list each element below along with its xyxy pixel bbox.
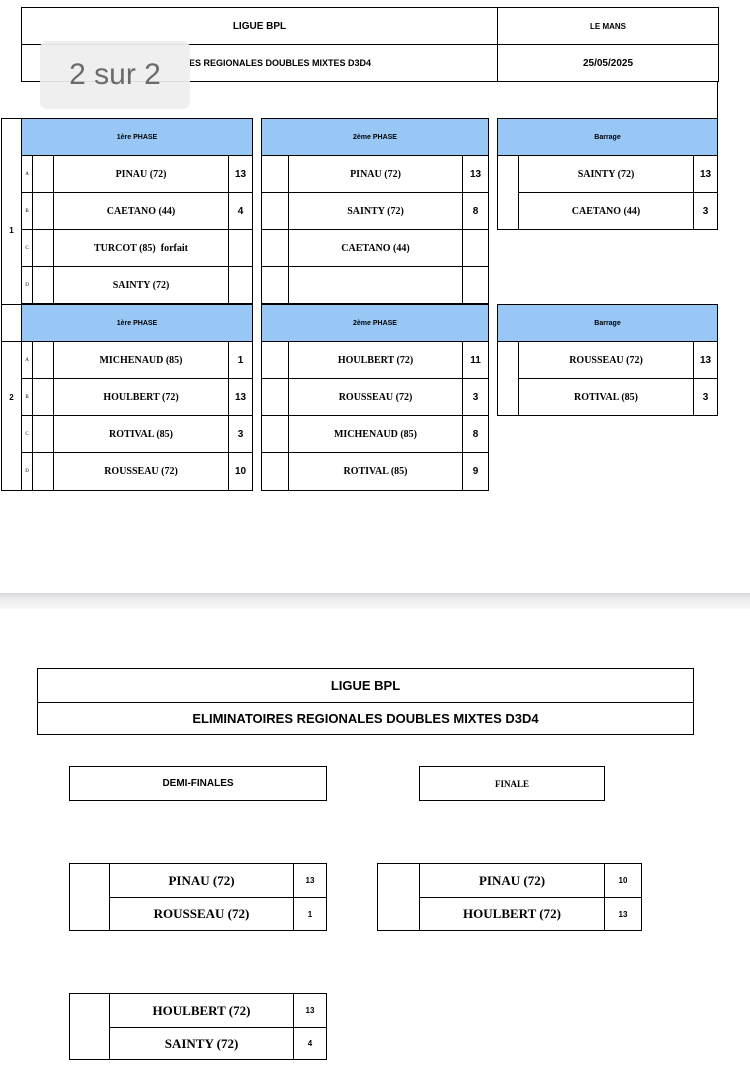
- team-score: 4: [228, 192, 253, 230]
- barrage-header: Barrage: [497, 304, 718, 342]
- team-name: HOULBERT (72): [419, 897, 605, 931]
- team-name: ROTIVAL (85): [53, 415, 229, 453]
- pool-number-text: 1: [9, 225, 14, 235]
- barrage-spacer: [497, 155, 519, 230]
- team-score: 13: [462, 155, 489, 193]
- team-score: 1: [228, 341, 253, 379]
- team-name: [288, 266, 463, 304]
- team-name: PINAU (72): [53, 155, 229, 193]
- team-score: 13: [293, 993, 327, 1028]
- pool-number-text: 2: [9, 393, 14, 402]
- row-spacer: [261, 452, 289, 491]
- team-score: 13: [604, 897, 642, 931]
- team-name: SAINTY (72): [288, 192, 463, 230]
- team-score: 13: [228, 155, 253, 193]
- team-name: MICHENAUD (85): [53, 341, 229, 379]
- phase1-header: 1ère PHASE: [21, 304, 253, 342]
- semifinals-label: DEMI-FINALES: [69, 766, 327, 801]
- league-title: LIGUE BPL: [21, 7, 498, 45]
- team-name: PINAU (72): [419, 863, 605, 898]
- team-score: 9: [462, 452, 489, 491]
- barrage-team-score: 3: [693, 378, 718, 416]
- barrage-team-score: 13: [693, 155, 718, 193]
- barrage-team-name: ROUSSEAU (72): [518, 341, 694, 379]
- team-score: 11: [462, 341, 489, 379]
- match-spacer: [69, 863, 110, 931]
- row-spacer: [261, 266, 289, 304]
- match-spacer: [377, 863, 420, 931]
- team-score: 10: [228, 452, 253, 491]
- row-spacer: [261, 378, 289, 416]
- row-spacer: [261, 229, 289, 267]
- pool-number: 2: [1, 304, 22, 491]
- match-spacer: [69, 993, 110, 1060]
- final-label: FINALE: [419, 766, 605, 801]
- location-label: LE MANS: [497, 7, 719, 45]
- row-spacer: [261, 415, 289, 453]
- team-name: PINAU (72): [288, 155, 463, 193]
- team-name: HOULBERT (72): [109, 993, 294, 1028]
- phase1-header: 1ère PHASE: [21, 118, 253, 156]
- row-spacer: [32, 341, 54, 379]
- team-score: 1: [293, 897, 327, 931]
- row-spacer: [32, 378, 54, 416]
- row-spacer: [32, 266, 54, 304]
- row-spacer: [32, 192, 54, 230]
- team-score: 8: [462, 192, 489, 230]
- team-score: [228, 229, 253, 267]
- team-name: CAETANO (44): [53, 192, 229, 230]
- barrage-team-name: SAINTY (72): [518, 155, 694, 193]
- team-name: MICHENAUD (85): [288, 415, 463, 453]
- event-title-text: ES REGIONALES DOUBLES MIXTES D3D4: [189, 58, 372, 68]
- row-spacer: [261, 192, 289, 230]
- team-score: 4: [293, 1027, 327, 1060]
- team-name: HOULBERT (72): [53, 378, 229, 416]
- team-score: 13: [293, 863, 327, 898]
- barrage-team-name: ROTIVAL (85): [518, 378, 694, 416]
- row-spacer: [261, 341, 289, 379]
- barrage-header: Barrage: [497, 118, 718, 156]
- date-label: 25/05/2025: [497, 44, 719, 82]
- row-spacer: [261, 155, 289, 193]
- row-spacer: [32, 229, 54, 267]
- team-score: 8: [462, 415, 489, 453]
- barrage-team-score: 3: [693, 192, 718, 230]
- team-score: [228, 266, 253, 304]
- phase2-header: 2ème PHASE: [261, 118, 489, 156]
- team-score: [462, 229, 489, 267]
- page-separator: [0, 593, 750, 609]
- team-name: SAINTY (72): [109, 1027, 294, 1060]
- phase2-header: 2ème PHASE: [261, 304, 489, 342]
- event-title: ELIMINATOIRES REGIONALES DOUBLES MIXTES …: [37, 702, 694, 735]
- team-name: HOULBERT (72): [288, 341, 463, 379]
- team-name: SAINTY (72): [53, 266, 229, 304]
- team-name: CAETANO (44): [288, 229, 463, 267]
- team-score: 3: [462, 378, 489, 416]
- row-spacer: [32, 415, 54, 453]
- team-score: [462, 266, 489, 304]
- team-name: TURCOT (85) forfait: [53, 229, 229, 267]
- team-score: 10: [604, 863, 642, 898]
- barrage-spacer: [497, 341, 519, 416]
- row-spacer: [32, 452, 54, 491]
- header-right-rule: [717, 81, 718, 119]
- team-name: ROUSSEAU (72): [288, 378, 463, 416]
- team-name: ROTIVAL (85): [288, 452, 463, 491]
- team-name: ROUSSEAU (72): [53, 452, 229, 491]
- page-indicator-badge: 2 sur 2: [40, 41, 190, 109]
- team-name: PINAU (72): [109, 863, 294, 898]
- team-score: 3: [228, 415, 253, 453]
- barrage-team-score: 13: [693, 341, 718, 379]
- team-score: 13: [228, 378, 253, 416]
- barrage-team-name: CAETANO (44): [518, 192, 694, 230]
- league-title: LIGUE BPL: [37, 668, 694, 703]
- team-name: ROUSSEAU (72): [109, 897, 294, 931]
- row-spacer: [32, 155, 54, 193]
